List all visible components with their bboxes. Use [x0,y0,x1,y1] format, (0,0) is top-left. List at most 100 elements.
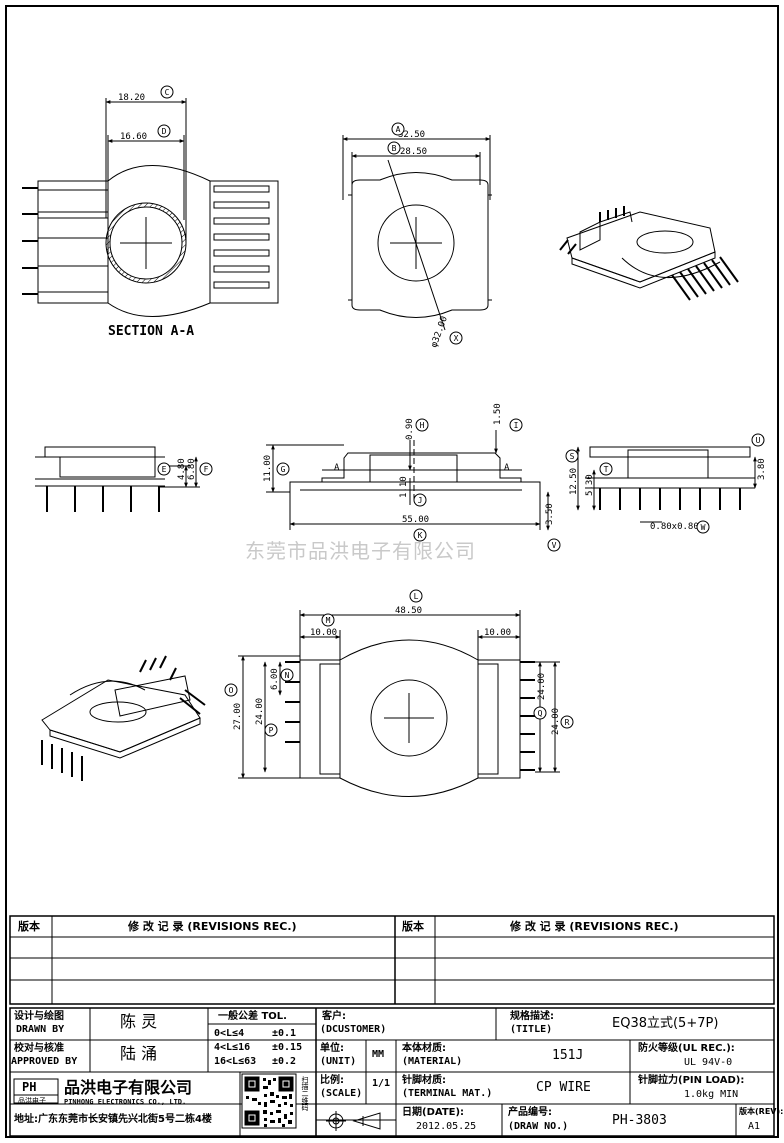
dimension-d080: 0.80x0.80 [650,522,699,532]
callout-R: R [565,718,570,727]
watermark: 东莞市品洪电子有限公司 [245,539,476,563]
callout-H: H [420,421,425,430]
company-name-cn: 品洪电子有限公司 [64,1078,193,1097]
pinload-value: 1.0kg MIN [684,1089,739,1100]
tolerance-range-1: 0<L≤4 [214,1028,245,1039]
callout-O: O [229,686,234,695]
callout-bubble-C [160,85,174,99]
section-label: SECTION A-A [108,324,195,339]
unit-label-cn: 单位: [320,1043,344,1054]
front-view [266,430,550,531]
callout-bubble-K [413,528,427,542]
callout-bubble-X [449,331,463,345]
callout-bubble-I [509,418,523,432]
top-view [342,135,492,331]
revision-col-version: 版本 [18,920,40,933]
tolerance-value-2: ±0.15 [272,1042,303,1053]
side-view-left [35,446,200,512]
callout-bubble-S [565,449,579,463]
tolerance-range-3: 16<L≤63 [214,1056,257,1067]
drawn-by-name: 陈 灵 [120,1012,158,1031]
callout-G: G [281,465,286,474]
callout-bubble-E [157,462,171,476]
dimension-d2700: 27.00 [233,703,243,730]
dimension-d090: 0.90 [405,418,415,440]
callout-bubble-W [696,520,710,534]
dimension-d150: 1.50 [493,403,503,425]
company-address: 地址:广东东莞市长安镇先兴北街5号二栋4楼 [14,1114,212,1125]
dimension-d380: 3.80 [757,458,767,480]
callout-X: X [454,334,459,343]
rev-label: 版本(REV): [739,1107,784,1116]
dimension-d350: 3.50 [545,503,555,525]
callout-F: F [204,465,209,474]
customer-label-cn: 客户: [322,1011,346,1022]
revision-col-record-2: 修 改 记 录 (REVISIONS REC.) [510,920,679,933]
date-label-cn: 日期(DATE): [402,1107,465,1118]
dimension-a1: A [334,463,340,473]
material-label-cn: 本体材质: [402,1043,446,1054]
callout-bubble-G [276,462,290,476]
callout-bubble-U [751,433,765,447]
callout-bubble-P [264,723,278,737]
scale-label-en: (SCALE) [320,1088,363,1099]
dimension-d110: 1.10 [399,476,409,498]
bottom-view [238,610,560,797]
logo-sub: 品洪电子 [18,1097,46,1105]
dimension-d530: 5.30 [585,474,595,496]
pinload-label-cn: 针脚拉力(PIN LOAD): [638,1075,745,1086]
callout-bubble-L [409,589,423,603]
company-name-en: PINHONG ELECTRONICS CO., LTD. [64,1098,187,1106]
material-value: 151J [552,1048,584,1063]
drawn-by-en: DRAWN BY [16,1024,65,1035]
dimension-a2: A [504,463,510,473]
callout-N: N [285,671,290,680]
callout-bubble-Q [533,706,547,720]
dimension-d5500: 55.00 [402,515,429,525]
title-label-en: (TITLE) [510,1024,553,1035]
title-value: EQ38立式(5+7P) [612,1016,719,1031]
iso-view-top [559,206,739,301]
callout-bubble-J [413,493,427,507]
callout-bubble-D [157,124,171,138]
scale-value: 1/1 [372,1078,391,1089]
callout-P: P [269,726,274,735]
ul-value: UL 94V-0 [684,1057,733,1068]
callout-A: A [396,125,401,134]
customer-label-en: (DCUSTOMER) [320,1024,387,1035]
material-label-en: (MATERIAL) [402,1056,463,1067]
callout-E: E [162,465,167,474]
callout-M: M [326,616,331,625]
callout-bubble-H [415,418,429,432]
logo-text: PH [22,1080,37,1094]
side-view-right [576,446,757,523]
scale-label-cn: 比例: [320,1075,344,1086]
approved-by-en: APPROVED BY [11,1056,78,1067]
approved-by-cn: 校对与核准 [14,1043,64,1054]
dimension-d1250: 12.50 [569,468,579,495]
qr-side-text: 扫描二维码 [301,1076,309,1111]
tolerance-value-3: ±0.2 [272,1056,297,1067]
callout-bubble-A [391,122,405,136]
terminal-label-cn: 针脚材质: [402,1075,446,1086]
drawno-label-cn: 产品编号: [508,1107,552,1118]
callout-bubble-N [280,668,294,682]
callout-bubble-T [599,462,613,476]
callout-Q: Q [538,709,543,718]
dimension-d3250: 32.50 [398,130,425,140]
drawn-by-cn: 设计与绘图 [14,1011,64,1022]
revision-table [9,915,775,1005]
tolerance-value-1: ±0.1 [272,1028,297,1039]
unit-label-en: (UNIT) [320,1056,357,1067]
dimension-d2400b: 24.00 [537,673,547,700]
callout-B: B [392,144,397,153]
dimension-d680: 6.80 [187,458,197,480]
rev-value: A1 [748,1121,761,1132]
callout-bubble-M [321,613,335,627]
dimension-d2400c: 24.00 [551,708,561,735]
dimension-d480: 4.80 [177,458,187,480]
section-view [22,98,279,317]
callout-U: U [756,436,761,445]
dimension-d1000a: 10.00 [310,628,337,638]
